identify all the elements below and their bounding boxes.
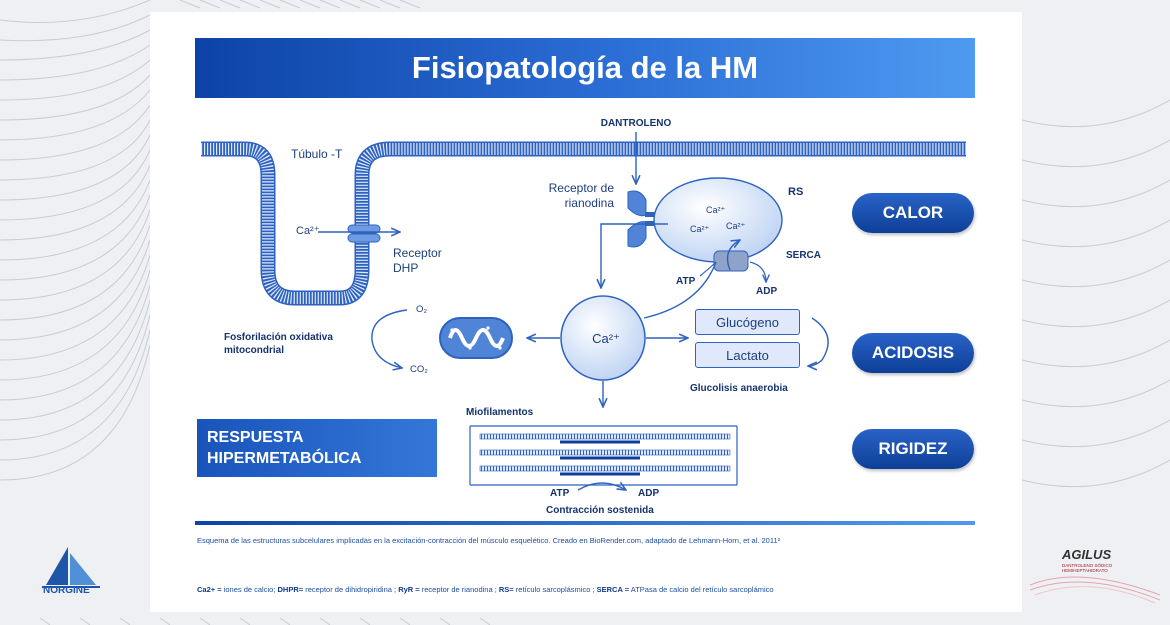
legend-val-1: iones de calcio; — [221, 585, 278, 594]
page-title: Fisiopatología de la HM — [411, 50, 759, 85]
ca-tubule-label: Ca²⁺ — [296, 225, 320, 237]
respiration-cycle-arrow — [371, 309, 408, 368]
adp-contraction-label: ADP — [638, 488, 659, 499]
legend-key-5: SERCA = — [596, 585, 630, 594]
title-banner: Fisiopatología de la HM — [195, 38, 975, 98]
serca-label: SERCA — [786, 250, 821, 261]
calor-pill: CALOR — [852, 193, 974, 233]
contraccion-label: Contracción sostenida — [546, 505, 654, 516]
legend-val-2: receptor de dihidropiridina ; — [303, 585, 399, 594]
rigidez-pill: RIGIDEZ — [852, 429, 974, 469]
miofilamentos-label: Miofilamentos — [466, 407, 534, 418]
agilus-logo — [1030, 576, 1160, 604]
sarcoplasmic-reticulum — [653, 177, 783, 263]
dhp-receptor — [318, 224, 400, 243]
glucolisis-label: Glucolisis anaerobia — [690, 383, 788, 394]
glycolysis-cycle-arrow — [808, 317, 829, 366]
rigidez-label: RIGIDEZ — [878, 439, 948, 458]
abbreviation-legend: Ca2+ = iones de calcio; DHPR= receptor d… — [197, 585, 774, 594]
rs-label: RS — [788, 186, 803, 198]
receptor-dhp-label-2: DHP — [393, 261, 418, 275]
receptor-dhp-label-1: Receptor — [393, 246, 442, 260]
t-tubule-membrane — [201, 141, 966, 306]
calor-label: CALOR — [882, 203, 944, 222]
t-tubule-label: Túbulo -T — [291, 147, 343, 161]
legend-val-4: retículo sarcoplásmico ; — [513, 585, 597, 594]
legend-key-1: Ca2+ = — [197, 585, 222, 594]
myofilaments — [469, 425, 738, 486]
serca-pump — [699, 240, 766, 282]
co2-label: CO₂ — [410, 364, 428, 375]
mitochondrion-icon — [439, 317, 513, 359]
ca-rs-label-3: Ca²⁺ — [726, 221, 746, 231]
fosforilacion-label-1: Fosforilación oxidativa — [224, 332, 333, 343]
ca-to-serca-arrow — [643, 261, 717, 319]
legend-key-4: RS= — [498, 585, 514, 594]
norgine-wordmark: NORGINE — [43, 585, 90, 596]
adp-serca-label: ADP — [756, 286, 777, 297]
glucogeno-box: Glucógeno — [695, 309, 800, 335]
lactato-box: Lactato — [695, 342, 800, 368]
figure-caption: Esquema de las estructuras subcelulares … — [197, 536, 781, 545]
atp-serca-label: ATP — [676, 276, 696, 287]
atp-adp-contraction-arrow — [577, 483, 626, 490]
respuesta-line2: HIPERMETABÓLICA — [207, 450, 362, 467]
acidosis-pill: ACIDOSIS — [852, 333, 974, 373]
agilus-subtitle: DANTROLENO SÓDICO HEMIHEPTAHIDRATO — [1062, 563, 1113, 573]
acidosis-label: ACIDOSIS — [871, 343, 955, 362]
respuesta-line1: RESPUESTA — [207, 429, 304, 446]
agilus-wordmark: AGILUS — [1062, 547, 1112, 562]
receptor-rian-label-1: Receptor de — [549, 181, 615, 195]
separator-line — [195, 521, 975, 525]
receptor-rian-label-2: rianodina — [565, 196, 615, 210]
legend-val-3: receptor de rianodina ; — [419, 585, 499, 594]
legend-key-3: RyR = — [398, 585, 420, 594]
ca-rs-label-2: Ca²⁺ — [690, 224, 710, 234]
atp-contraction-label: ATP — [550, 488, 570, 499]
central-calcium — [560, 295, 646, 381]
fosforilacion-label-2: mitocondrial — [224, 345, 284, 356]
glucogeno-label: Glucógeno — [716, 314, 779, 330]
legend-val-5: ATPasa de calcio del retículo sarcoplámi… — [629, 585, 774, 594]
dantroleno-label: DANTROLENO — [601, 118, 672, 129]
ryr-to-ca-arrow — [601, 223, 668, 288]
legend-key-2: DHPR= — [277, 585, 304, 594]
respuesta-hipermetabolica-box: RESPUESTA HIPERMETABÓLICA — [197, 419, 437, 477]
ca-central-label: Ca²⁺ — [592, 331, 620, 346]
o2-label: O₂ — [416, 304, 427, 315]
lactato-label: Lactato — [726, 347, 769, 363]
ca-rs-label-1: Ca²⁺ — [706, 205, 726, 215]
norgine-logo — [42, 547, 100, 588]
